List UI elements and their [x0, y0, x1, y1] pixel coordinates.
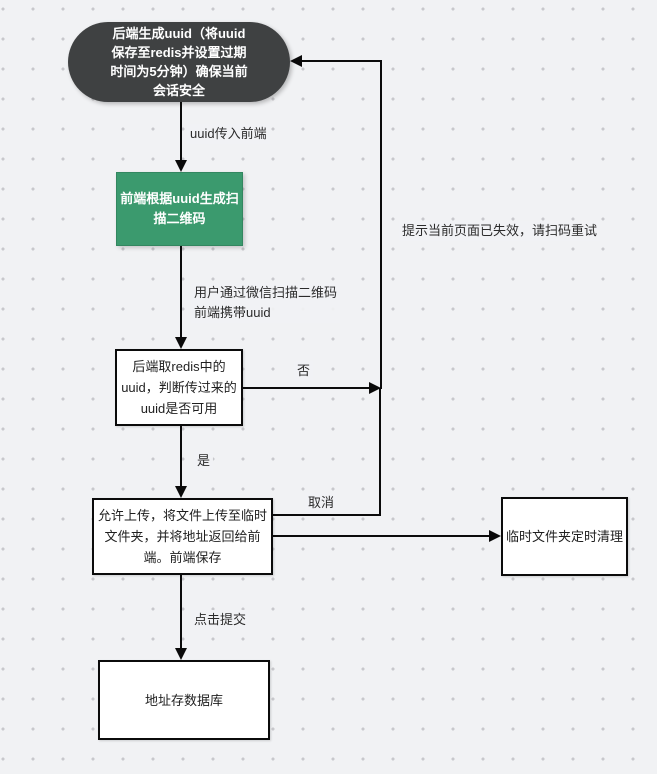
edge-return-vertical[interactable] — [380, 60, 382, 389]
edge-label-cancel[interactable]: 取消 — [305, 493, 338, 513]
db-save-node[interactable]: 地址存数据库 — [98, 660, 270, 740]
upload-node[interactable]: 允许上传，将文件上传至临时 文件夹，并将地址返回给前 端。前端保存 — [92, 498, 273, 575]
edge-label-no[interactable]: 否 — [294, 361, 314, 381]
edge-upload-db-arrowhead — [175, 648, 187, 660]
edge-check-no[interactable] — [243, 387, 370, 389]
edge-check-upload-arrowhead — [175, 486, 187, 498]
edge-label-wechat-scan[interactable]: 用户通过微信扫描二维码 前端携带uuid — [191, 283, 341, 323]
edge-upload-temp-arrowhead — [489, 530, 501, 542]
edge-qr-check[interactable] — [180, 246, 182, 338]
edge-return-arrowhead — [290, 55, 302, 67]
edge-label-yes[interactable]: 是 — [194, 451, 214, 471]
edge-cancel-vertical[interactable] — [379, 388, 381, 516]
edge-return-top[interactable] — [301, 60, 381, 62]
edge-cancel-horizontal[interactable] — [273, 514, 380, 516]
edge-label-uuid-to-front[interactable]: uuid传入前端 — [187, 124, 270, 144]
edge-check-no-arrowhead — [369, 382, 381, 394]
edge-label-expired-hint[interactable]: 提示当前页面已失效，请扫码重试 — [399, 221, 601, 241]
edge-start-qr[interactable] — [180, 102, 182, 161]
temp-clean-node[interactable]: 临时文件夹定时清理 — [501, 497, 628, 576]
edge-check-upload[interactable] — [180, 426, 182, 487]
edge-upload-db[interactable] — [180, 575, 182, 649]
edge-upload-temp[interactable] — [273, 535, 490, 537]
edge-label-submit[interactable]: 点击提交 — [191, 610, 250, 630]
uuid-check-node[interactable]: 后端取redis中的 uuid，判断传过来的 uuid是否可用 — [115, 349, 243, 426]
edge-qr-check-arrowhead — [175, 337, 187, 349]
qr-generate-node[interactable]: 前端根据uuid生成扫 描二维码 — [116, 172, 243, 246]
start-node[interactable]: 后端生成uuid（将uuid 保存至redis并设置过期 时间为5分钟）确保当前… — [68, 22, 290, 102]
edge-start-qr-arrowhead — [175, 160, 187, 172]
